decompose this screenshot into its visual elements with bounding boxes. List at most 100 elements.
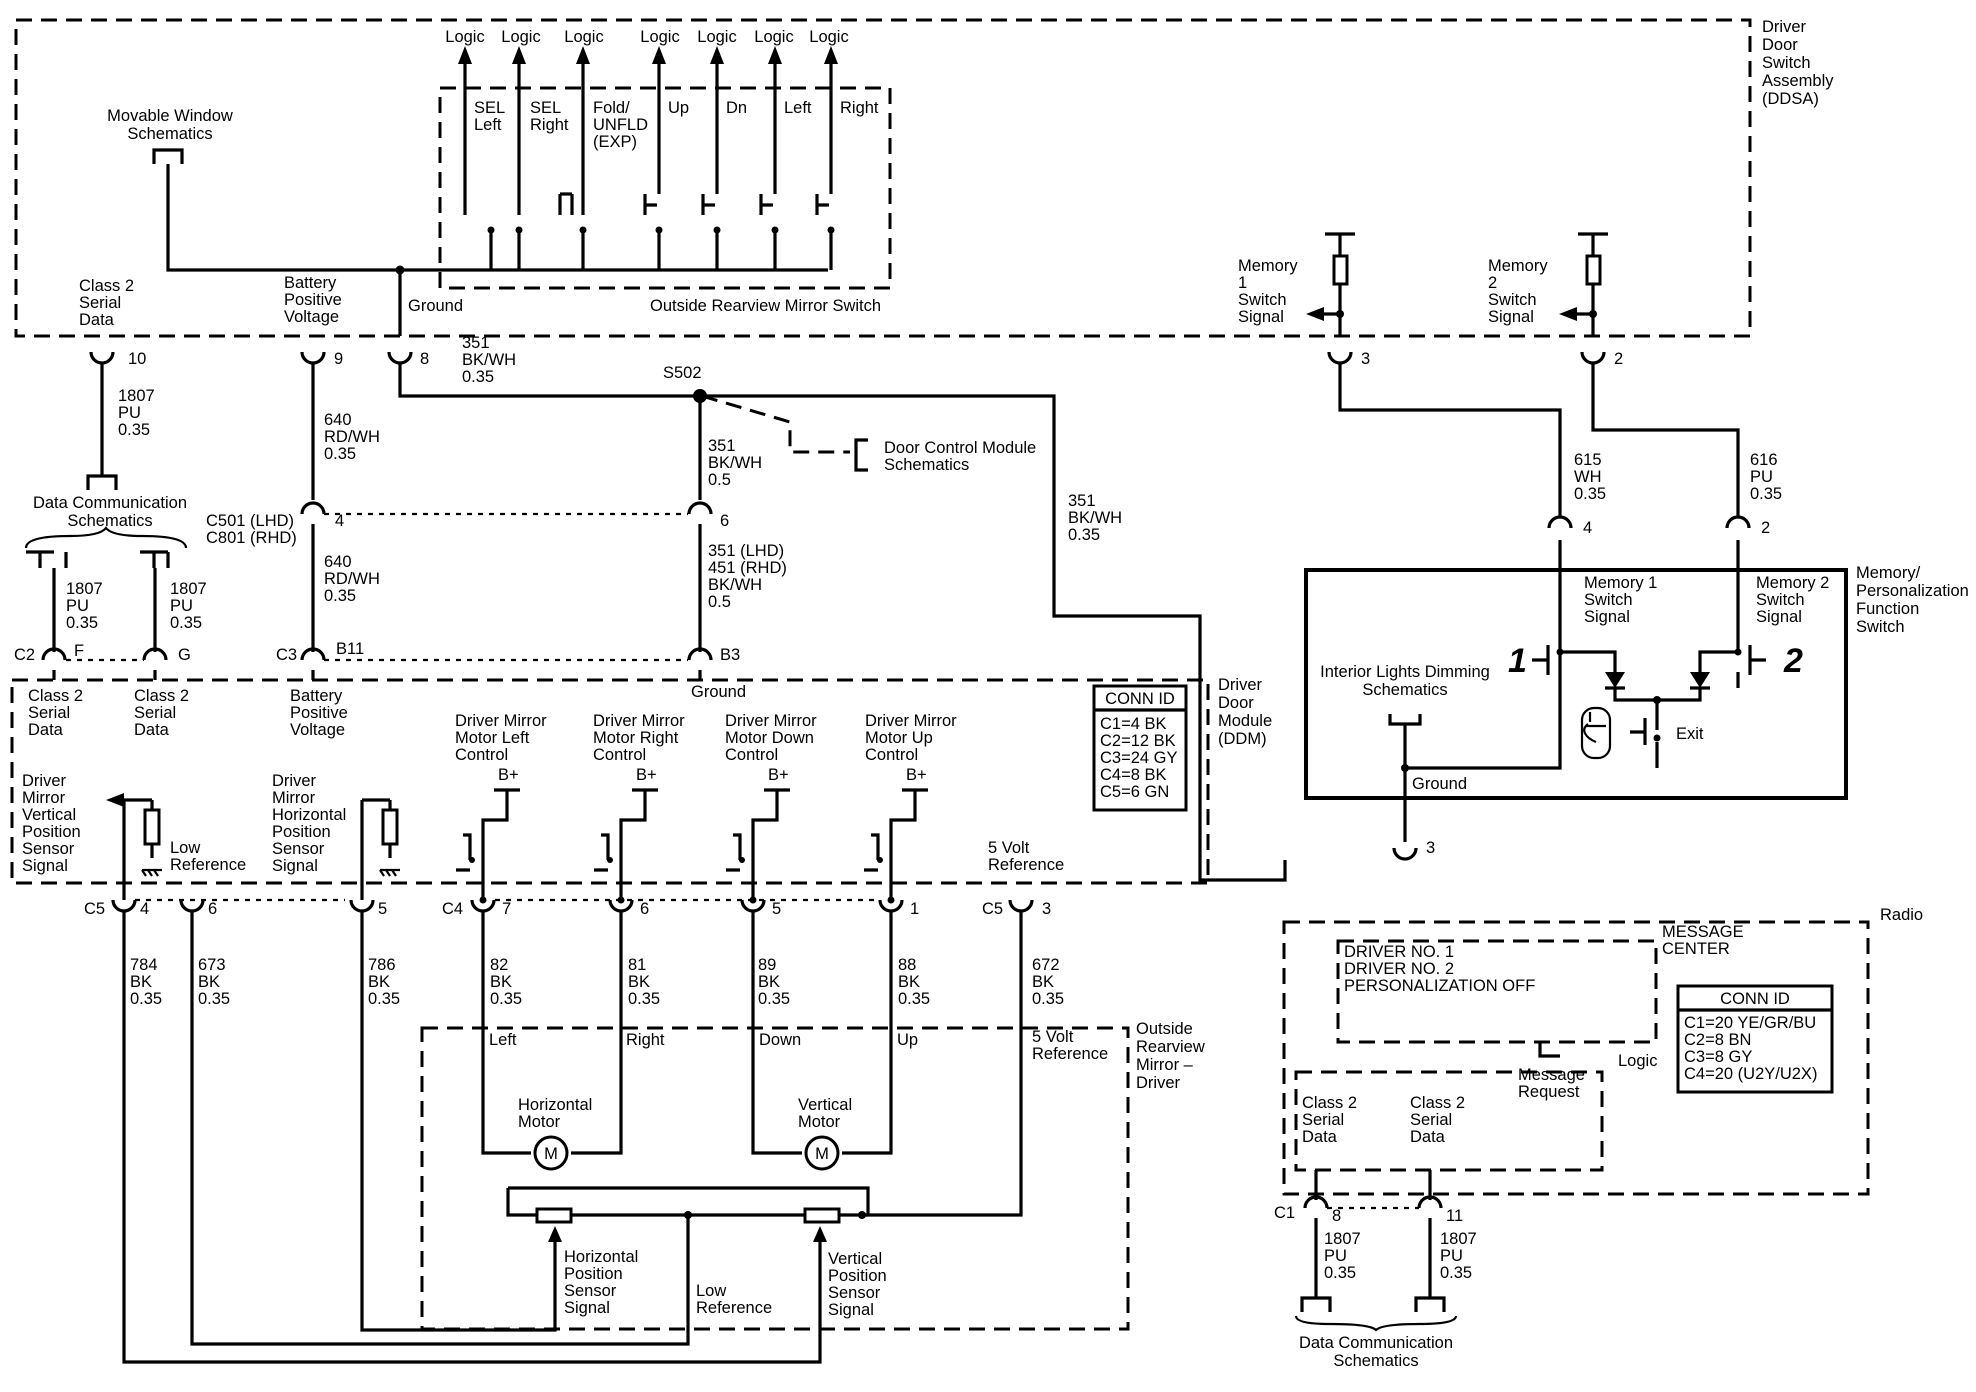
- svg-text:Data: Data: [79, 311, 115, 329]
- svg-text:Data: Data: [1410, 1128, 1446, 1146]
- data-comm-brace: [24, 526, 188, 549]
- svg-text:BK/WH: BK/WH: [708, 454, 762, 472]
- svg-text:Class 2: Class 2: [28, 687, 83, 705]
- memory2-button: [1748, 645, 1766, 675]
- data-comm-bottom-brace: [1294, 1315, 1458, 1332]
- svg-text:0.5: 0.5: [708, 593, 731, 611]
- mirror-vertical-motor-label: Vertical Motor: [798, 1096, 852, 1131]
- c4-pin1: 1: [910, 900, 919, 918]
- svg-text:Switch: Switch: [1762, 54, 1811, 72]
- seat-exit-icon: [1580, 706, 1612, 760]
- svg-text:PU: PU: [1440, 1247, 1463, 1265]
- svg-text:5 Volt: 5 Volt: [1032, 1028, 1074, 1046]
- svg-text:Control: Control: [865, 746, 918, 764]
- c1-pin8: 8: [1332, 1207, 1341, 1225]
- c1-pins: [1303, 1195, 1443, 1209]
- svg-text:BK/WH: BK/WH: [462, 351, 516, 369]
- svg-text:C1=4 BK: C1=4 BK: [1100, 715, 1167, 733]
- svg-text:C2=8 BN: C2=8 BN: [1684, 1031, 1751, 1049]
- wire-672: [862, 910, 1023, 1217]
- svg-text:Schematics: Schematics: [1362, 681, 1447, 699]
- svg-text:351: 351: [462, 334, 490, 352]
- message-center-boundary: [1336, 939, 1658, 1044]
- svg-text:0.35: 0.35: [66, 614, 98, 632]
- exit-button: [1630, 718, 1659, 768]
- mirror-dir-up: Up: [897, 1031, 918, 1049]
- svg-text:Serial: Serial: [79, 294, 121, 312]
- ddm-mirror-up: Driver Mirror Motor Up Control: [865, 712, 957, 764]
- svg-text:Driver: Driver: [272, 772, 317, 790]
- svg-text:B+: B+: [636, 766, 657, 784]
- wire-351-a-label: 351 BK/WH 0.35: [462, 334, 516, 386]
- logic-arrows: [458, 46, 838, 194]
- wire-88: [842, 910, 893, 1155]
- vertical-motor-icon: [804, 1135, 840, 1171]
- ddsa-pin-battery: 9: [334, 350, 343, 368]
- svg-text:Voltage: Voltage: [284, 308, 339, 326]
- c501-pin4-label: 4: [335, 512, 344, 530]
- data-comm-bottom-label: Data Communication Schematics: [1299, 1334, 1453, 1370]
- interior-lights-label: Interior Lights Dimming Schematics: [1320, 663, 1490, 699]
- svg-text:C501 (LHD): C501 (LHD): [206, 512, 294, 530]
- ddm-horizontal-sensor-label: Driver Mirror Horizontal Position Sensor…: [272, 772, 346, 875]
- svg-text:Class 2: Class 2: [134, 687, 189, 705]
- svg-text:Memory 2: Memory 2: [1756, 574, 1829, 592]
- c2-pin-f: F: [74, 642, 84, 660]
- svg-text:Function: Function: [1856, 600, 1919, 618]
- wire-672-label: 672 BK 0.35: [1032, 956, 1064, 1008]
- wire-81: [571, 910, 623, 1155]
- svg-text:Door: Door: [1762, 36, 1798, 54]
- svg-text:Mirror –: Mirror –: [1136, 1056, 1194, 1074]
- svg-text:0.5: 0.5: [708, 471, 731, 489]
- svg-text:Motor Left: Motor Left: [455, 729, 530, 747]
- svg-text:Logic: Logic: [640, 28, 679, 46]
- svg-text:BK/WH: BK/WH: [1068, 509, 1122, 527]
- wire-786-label: 786 BK 0.35: [368, 956, 400, 1008]
- mirror-switch-label: Outside Rearview Mirror Switch: [650, 297, 881, 315]
- memory-switch-boundary: [1304, 568, 1848, 800]
- vertical-sensor-resistor: [803, 1207, 841, 1224]
- wire-82-label: 82 BK 0.35: [490, 956, 522, 1008]
- ddm-conn-id-list: C1=4 BK C2=12 BK C3=24 GY C4=8 BK C5=6 G…: [1100, 715, 1178, 801]
- svg-text:1807: 1807: [66, 580, 103, 598]
- svg-text:Position: Position: [272, 823, 331, 841]
- radio-class2-a: Class 2 Serial Data: [1302, 1094, 1357, 1146]
- svg-text:CENTER: CENTER: [1662, 940, 1730, 958]
- svg-text:Request: Request: [1518, 1083, 1580, 1101]
- svg-text:B+: B+: [906, 766, 927, 784]
- radio-boundary: [1282, 920, 1870, 1196]
- svg-text:Logic: Logic: [697, 28, 736, 46]
- svg-text:Switch: Switch: [1584, 591, 1633, 609]
- svg-text:Up: Up: [668, 99, 689, 117]
- radio-logic-boundary: [1294, 1070, 1604, 1172]
- c3-pin-b11: B11: [336, 640, 364, 658]
- svg-text:615: 615: [1574, 451, 1602, 469]
- svg-text:Driver: Driver: [1218, 676, 1263, 694]
- switch-labels: SEL Left SEL Right Fold/ UNFLD (EXP) Up …: [474, 99, 879, 151]
- svg-text:Right: Right: [530, 116, 569, 134]
- svg-text:Outside: Outside: [1136, 1020, 1193, 1038]
- ddm-entry-stubs: [52, 670, 702, 680]
- svg-text:BK/WH: BK/WH: [708, 576, 762, 594]
- diode-network: [1560, 650, 1738, 730]
- svg-text:0.35: 0.35: [898, 990, 930, 1008]
- mp-pin-4: 4: [1583, 519, 1592, 537]
- wire-616: [1591, 362, 1740, 516]
- svg-text:Motor: Motor: [518, 1113, 561, 1131]
- svg-text:672: 672: [1032, 956, 1060, 974]
- memory2-resistor: [1559, 232, 1608, 336]
- c2-pin-g: G: [178, 646, 191, 664]
- mirror-title: Outside Rearview Mirror – Driver: [1136, 1020, 1205, 1092]
- horizontal-motor-icon: [533, 1135, 569, 1171]
- wire-1807-right-label: 1807 PU 0.35: [170, 580, 207, 632]
- wire-351-ground: [398, 362, 702, 500]
- svg-text:Vertical: Vertical: [828, 1250, 882, 1268]
- svg-text:C1=20 YE/GR/BU: C1=20 YE/GR/BU: [1684, 1014, 1816, 1032]
- svg-text:Door: Door: [1218, 694, 1254, 712]
- svg-text:0.35: 0.35: [758, 990, 790, 1008]
- wire-351-to-memory: [700, 394, 1287, 882]
- door-control-bracket: [854, 438, 868, 472]
- svg-text:Sensor: Sensor: [564, 1282, 617, 1300]
- c2-label: C2: [14, 646, 35, 664]
- svg-text:640: 640: [324, 411, 352, 429]
